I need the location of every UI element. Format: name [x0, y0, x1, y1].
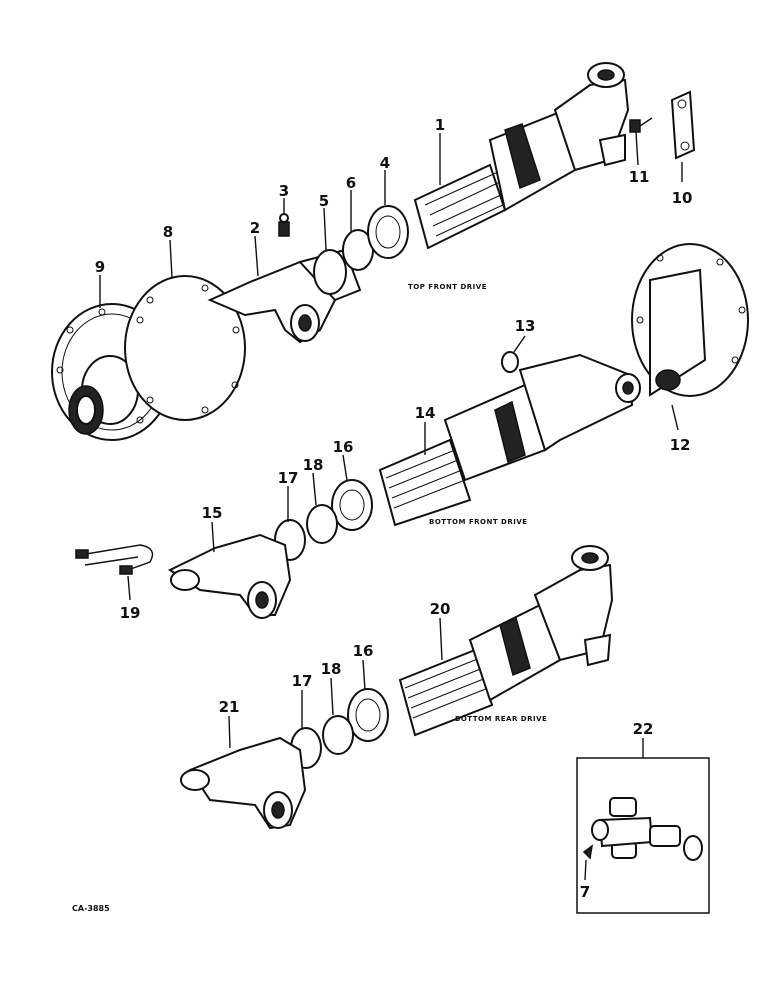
- callout-17a: 17: [278, 469, 299, 487]
- part-3-grease-fitting: [278, 213, 290, 237]
- callout-11: 11: [629, 168, 650, 186]
- part-12-flange-yoke: [631, 243, 749, 397]
- top-front-drive-assembly: [51, 62, 696, 441]
- bottom-rear-drive-assembly: [180, 545, 614, 830]
- callout-3: 3: [279, 182, 289, 200]
- part-16b-bearing: [347, 688, 389, 742]
- callout-2: 2: [250, 219, 260, 237]
- callout-1: 1: [435, 116, 445, 134]
- callout-18a: 18: [303, 456, 324, 474]
- part-13-snap-ring: [501, 351, 519, 373]
- callout-16b: 16: [353, 642, 374, 660]
- callout-22: 22: [633, 720, 654, 738]
- part-22-universal-joint-inset: [576, 757, 710, 914]
- part-10-lock-strap: [670, 90, 696, 160]
- part-21-yoke: [180, 736, 307, 830]
- part-18b-snap-ring: [322, 715, 354, 755]
- part-16a-bearing: [331, 479, 373, 531]
- part-5-seal: [313, 249, 347, 295]
- part-4-bearing: [367, 205, 409, 259]
- part-7-grease-fitting: [582, 844, 594, 860]
- callout-14: 14: [415, 404, 436, 422]
- part-11-bolt: [629, 117, 653, 133]
- callout-labels: 1 2 3 4 5 6 8 9 10 11 12 13 14 16 18 17 …: [95, 116, 693, 901]
- callout-20: 20: [430, 600, 451, 618]
- leader-lines: [99, 131, 683, 881]
- drawing-code: CA-3885: [72, 904, 110, 913]
- callout-7: 7: [580, 883, 590, 901]
- callout-21: 21: [219, 698, 240, 716]
- callout-13: 13: [515, 317, 536, 335]
- callout-18b: 18: [321, 660, 342, 678]
- callout-6: 6: [346, 174, 356, 192]
- callout-9: 9: [95, 258, 105, 276]
- caption-bottom-rear-drive: BOTTOM REAR DRIVE: [455, 715, 547, 723]
- callout-5: 5: [319, 192, 329, 210]
- callout-15: 15: [202, 504, 223, 522]
- bottom-front-drive-assembly: [75, 243, 749, 619]
- caption-top-front-drive: TOP FRONT DRIVE: [408, 283, 487, 291]
- part-15-yoke: [167, 533, 292, 619]
- callout-19: 19: [120, 604, 141, 622]
- caption-bottom-front-drive: BOTTOM FRONT DRIVE: [429, 518, 528, 526]
- part-14-drive-shaft: [378, 353, 641, 527]
- callout-4: 4: [380, 154, 390, 172]
- callout-17b: 17: [292, 672, 313, 690]
- part-1-drive-shaft: [413, 62, 630, 250]
- callout-10: 10: [672, 189, 693, 207]
- callout-8: 8: [163, 223, 173, 241]
- part-8-shield-plate: [124, 275, 246, 421]
- part-19-u-bolt: [75, 544, 154, 575]
- callout-12: 12: [670, 436, 691, 454]
- part-18a-snap-ring: [306, 504, 338, 544]
- callout-16a: 16: [333, 438, 354, 456]
- part-20-drive-shaft: [398, 545, 614, 737]
